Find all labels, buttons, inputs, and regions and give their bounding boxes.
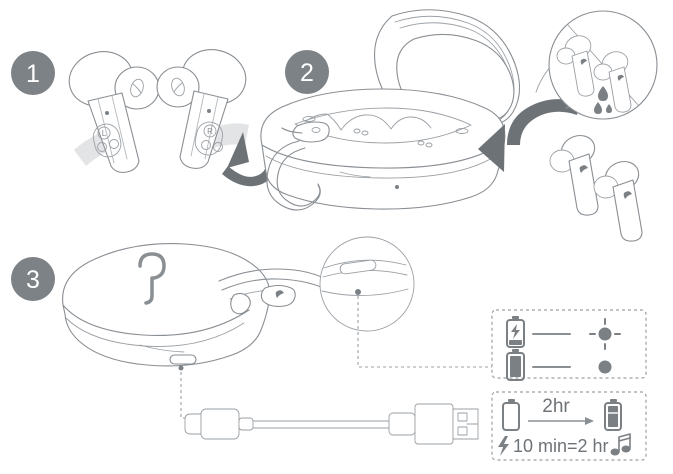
insert-arrow <box>478 99 579 172</box>
outside-earbud-right <box>593 160 643 242</box>
led-status-legend <box>491 309 647 381</box>
water-droplet-3 <box>606 104 612 113</box>
left-earbud-L-mark <box>97 126 111 140</box>
wrist-strap-lanyard <box>266 121 330 211</box>
left-earbud-nozzle <box>130 78 144 98</box>
usb-c-tip <box>184 413 202 435</box>
case-slot-indicator-right <box>455 128 469 134</box>
water-droplet-1 <box>598 86 608 101</box>
charge-time-box <box>491 391 647 461</box>
usb-a-strain-relief <box>388 412 416 436</box>
case-slot-indicator-left <box>302 116 316 122</box>
case-pin-right-1 <box>417 140 425 146</box>
inset-earbud-right <box>593 51 632 113</box>
case-led-dot <box>178 365 184 371</box>
lanyard-clip-logo <box>275 290 284 298</box>
usb-c-connector <box>200 408 240 440</box>
inset-earbud-left <box>556 35 595 97</box>
soundcore-logo <box>138 252 166 305</box>
right-earbud-contact-1 <box>201 140 211 150</box>
case-pin-left-2 <box>361 130 369 136</box>
step-1-number: 1 <box>26 60 40 88</box>
lanyard-cord-top <box>281 127 303 134</box>
step-2-badge <box>285 50 329 94</box>
outside-earbud-left <box>549 134 599 216</box>
led-blinking-icon <box>589 318 621 350</box>
step-2-number: 2 <box>300 59 314 87</box>
lanyard-loop-anchor <box>230 292 251 315</box>
charging-row <box>506 316 621 350</box>
led-solid-icon <box>598 360 612 374</box>
usb-cable <box>184 403 479 445</box>
full-charge-time-label: 2hr <box>542 396 570 417</box>
water-droplet-2 <box>594 102 602 114</box>
left-earbud-stem-line-2 <box>111 95 128 160</box>
case-usb-port <box>339 171 371 178</box>
lanyard-anchor <box>292 121 330 143</box>
usb-a-contact-top <box>457 412 468 422</box>
right-earbud-R-mark <box>203 124 217 138</box>
music-note-icon <box>610 433 631 456</box>
right-earbud-nozzle <box>171 77 185 97</box>
led-legend-box <box>491 309 647 379</box>
usb-c-port <box>169 354 197 365</box>
left-earbud-channel-label: L <box>102 129 107 138</box>
left-earbud-contact-2 <box>109 139 119 149</box>
lightning-bolt-icon <box>498 436 509 456</box>
charging-case-body <box>260 88 506 210</box>
right-earbud-nozzle-line <box>173 82 183 93</box>
left-earbud-stem-line-1 <box>97 98 115 164</box>
step-1-group: 1 L <box>11 49 275 187</box>
right-earbud: R <box>156 49 247 169</box>
earbuds-pair-outside-case <box>549 134 643 242</box>
lanyard-eyelet <box>311 127 321 133</box>
right-earbud-contact-2 <box>213 142 223 152</box>
usb-a-contact-bottom <box>457 426 468 436</box>
battery-full-icon <box>506 349 525 381</box>
charge-arrow-head <box>585 417 594 425</box>
usb-c-strain-relief <box>238 417 254 431</box>
fast-charge-label: 10 min=2 hr <box>513 436 609 456</box>
left-earbud-contact-1 <box>97 142 107 152</box>
case-pin-left-1 <box>353 128 361 134</box>
right-earbud-channel-label: R <box>207 127 213 136</box>
detail-usb-port <box>339 259 377 275</box>
right-earbud-mic <box>207 109 211 113</box>
left-earbud-nozzle-line <box>132 83 142 94</box>
left-earbud-contact-plate <box>92 123 122 158</box>
battery-charging-icon <box>506 316 525 348</box>
step-3-badge <box>11 257 55 301</box>
left-earbud: L <box>68 51 160 173</box>
case-led-indicator <box>395 185 399 189</box>
step-3-number: 3 <box>26 266 40 294</box>
right-earbud-stem-line-2 <box>190 93 205 157</box>
rotate-arrow <box>222 132 275 187</box>
step-3-group: 3 <box>11 236 492 445</box>
step-2-group: 2 <box>260 9 658 242</box>
right-earbud-stem-line-1 <box>204 96 219 160</box>
left-earbud-stem <box>87 92 140 173</box>
dry-earbuds-warning-inset <box>535 10 658 120</box>
usb-a-shell <box>452 408 479 440</box>
closed-case-lanyard <box>218 268 334 315</box>
case-pin-right-2 <box>425 142 433 148</box>
detail-led-dot <box>355 289 361 295</box>
led-detail-inset <box>319 236 415 332</box>
battery-full-icon-target <box>604 399 622 431</box>
left-earbud-mic <box>105 111 109 115</box>
right-earbud-contact-plate <box>194 121 224 156</box>
case-front-seam <box>139 344 185 353</box>
detail-circle <box>319 236 415 332</box>
usb-a-connector <box>414 403 454 445</box>
charging-time-legend: 2hr 10 min=2 hr <box>491 391 647 461</box>
charged-row <box>506 349 612 381</box>
step-1-badge <box>11 51 55 95</box>
battery-empty-icon <box>502 399 520 431</box>
charging-case-closed <box>62 243 271 371</box>
